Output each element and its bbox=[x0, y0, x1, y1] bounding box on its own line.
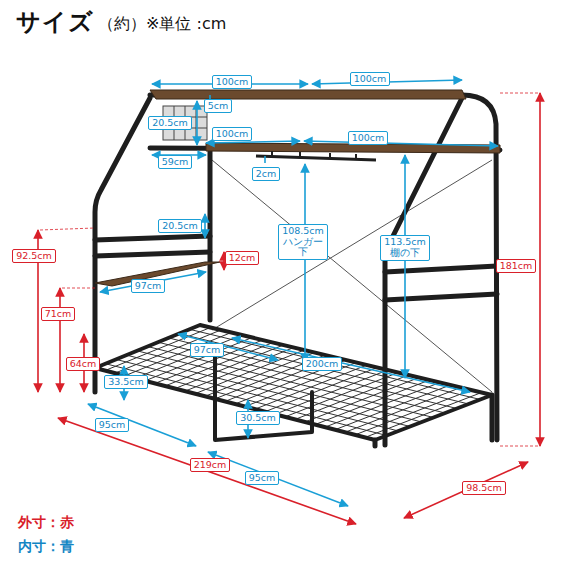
dimension-label: 108.5cm ハンガー下 bbox=[278, 224, 328, 261]
legend-note: 内寸：青 bbox=[18, 538, 74, 556]
dimension-label: 97cm bbox=[131, 279, 166, 294]
mesh-line bbox=[148, 347, 434, 418]
dimension-label: 100cm bbox=[348, 131, 389, 146]
dimension-label: 100cm bbox=[350, 72, 391, 87]
unit-note: （約）※単位 :cm bbox=[98, 14, 226, 35]
dimension-label: 92.5cm bbox=[12, 249, 56, 264]
legend-note: 外寸：赤 bbox=[18, 514, 74, 532]
dimension-label: 12cm bbox=[225, 251, 260, 266]
mesh-line bbox=[179, 334, 469, 404]
dimension-label: 20.5cm bbox=[148, 116, 192, 131]
dimension-label: 5cm bbox=[204, 99, 233, 114]
dimension-label: 181cm bbox=[496, 259, 537, 274]
dimension-label: 71cm bbox=[41, 307, 76, 322]
dimension-label: 95cm bbox=[95, 418, 130, 433]
dimension-label: 97cm bbox=[190, 343, 225, 358]
dimension-label: 20.5cm bbox=[158, 219, 202, 234]
dimension-label: 100cm bbox=[212, 75, 253, 90]
dimension-label: 59cm bbox=[158, 155, 193, 170]
dimension-label: 98.5cm bbox=[462, 481, 506, 496]
title: サイズ bbox=[16, 6, 94, 38]
dimension-label: 2cm bbox=[252, 167, 281, 182]
dimension-label: 30.5cm bbox=[236, 411, 280, 426]
dimension-label: 33.5cm bbox=[104, 375, 148, 390]
mesh-line bbox=[158, 342, 445, 413]
dimension-label: 64cm bbox=[66, 357, 101, 372]
dimension-label: 95cm bbox=[245, 471, 280, 486]
dimension-label: 100cm bbox=[212, 127, 253, 142]
mesh-line bbox=[116, 359, 398, 431]
dimension-label: 200cm bbox=[302, 357, 343, 372]
mesh-line bbox=[106, 364, 387, 436]
dimension-label: 113.5cm 棚の下 bbox=[380, 235, 430, 261]
mesh-line bbox=[190, 329, 481, 399]
dimension-label: 219cm bbox=[190, 458, 231, 473]
